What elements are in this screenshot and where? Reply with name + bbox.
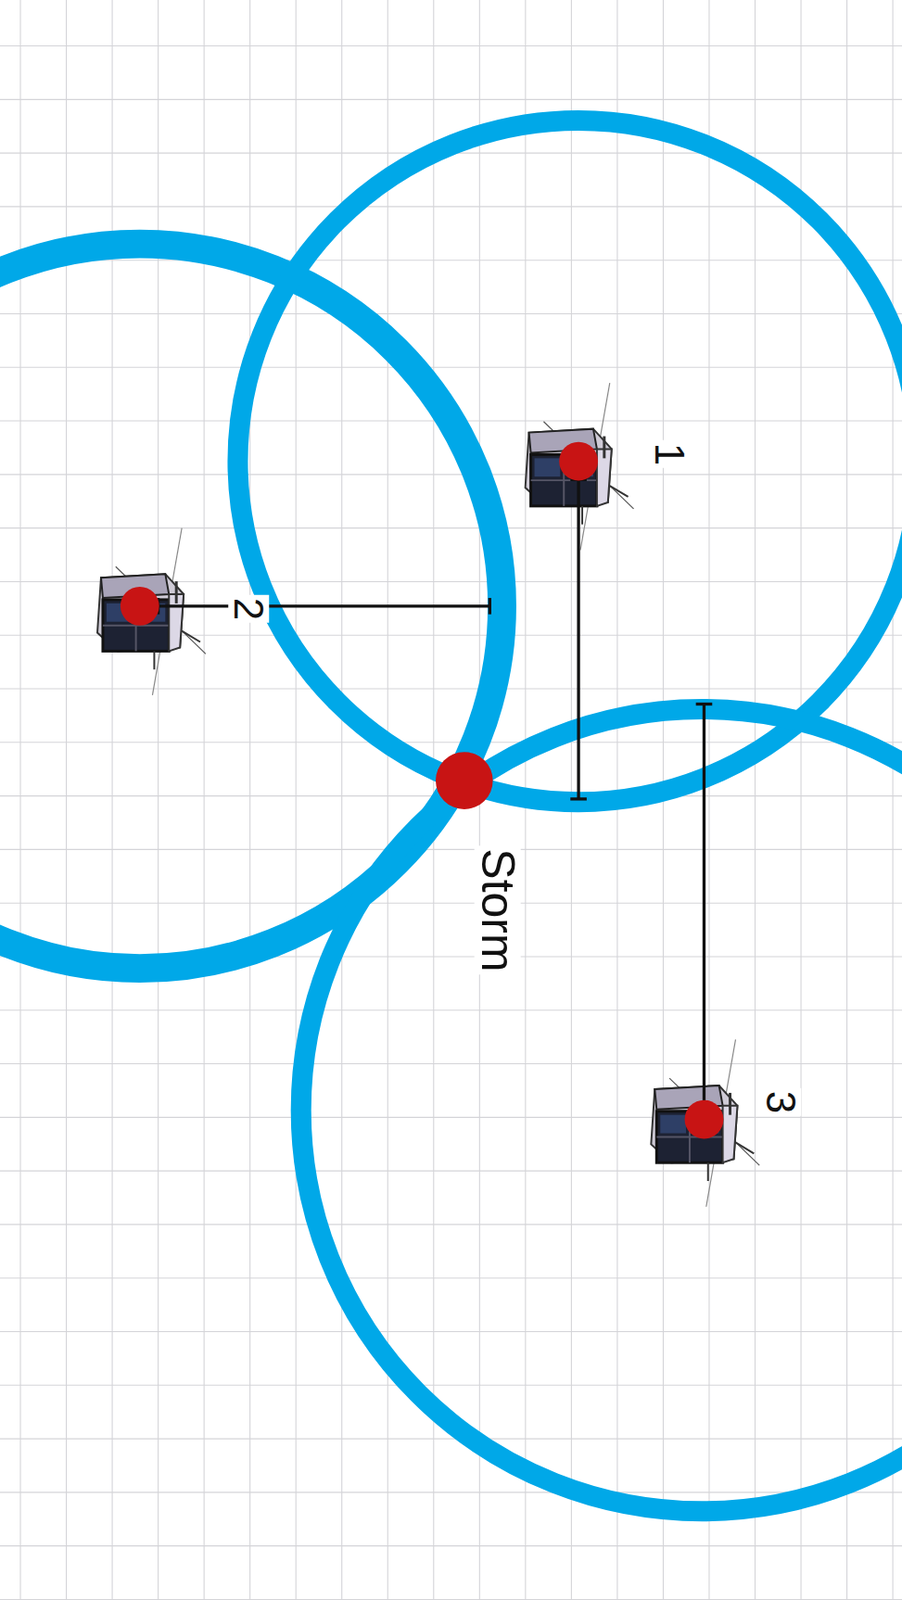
grid-line (0, 1170, 902, 1172)
satellite-icon (97, 528, 206, 696)
range-circles (0, 120, 902, 1512)
grid-line (0, 1063, 902, 1065)
distance-line (702, 704, 706, 1119)
grid-line (0, 527, 902, 529)
grid-line (0, 1599, 902, 1600)
storm-label: Storm (474, 845, 521, 975)
grid-line (0, 1545, 902, 1547)
grid-line (0, 473, 902, 475)
grid-line (0, 367, 902, 369)
grid-line (754, 0, 756, 1600)
grid-line (0, 313, 902, 315)
grid-line (892, 0, 894, 1600)
grid-line (295, 0, 297, 1600)
grid-line (0, 1491, 902, 1493)
distance-brackets (139, 461, 712, 1119)
grid-line (341, 0, 343, 1600)
grid-line (0, 687, 902, 689)
distance-tick (696, 702, 713, 706)
storm-dot (435, 751, 494, 810)
grid-line (0, 259, 902, 261)
distance-line (139, 604, 491, 608)
grid-line (0, 902, 902, 904)
satellite-dot (120, 586, 160, 626)
satellite-dots (120, 442, 725, 1140)
callout-number: 2 (228, 595, 269, 623)
range-circle (237, 120, 902, 802)
grid-line (708, 0, 710, 1600)
grid-line (0, 849, 902, 851)
callout-number: 3 (760, 1088, 801, 1117)
grid-line (0, 1438, 902, 1440)
grid-line (0, 1384, 902, 1386)
grid-line (19, 0, 21, 1600)
grid-line (0, 205, 902, 207)
grid-line (0, 1009, 902, 1011)
grid-line (0, 99, 902, 101)
distance-line (576, 461, 580, 800)
range-circle (301, 709, 902, 1512)
satellite-dot (558, 442, 598, 482)
grid-line (0, 1277, 902, 1279)
grid-line (800, 0, 801, 1600)
grid-line (0, 45, 902, 47)
grid-line (0, 1331, 902, 1333)
callout-number: 1 (648, 440, 690, 469)
grid-line (0, 1223, 902, 1225)
distance-tick (570, 797, 587, 801)
grid-line (249, 0, 251, 1600)
distance-tick (488, 597, 492, 615)
grid-line (0, 1117, 902, 1118)
satellite-dot (685, 1100, 725, 1140)
